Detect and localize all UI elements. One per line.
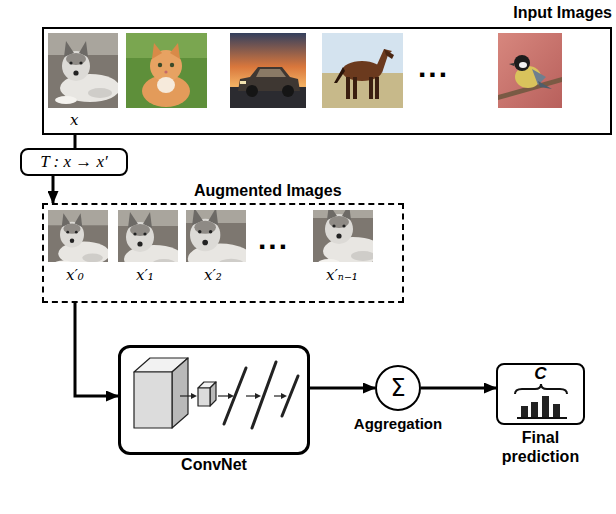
augmented-panel: Augmented Images [42, 203, 404, 303]
network-label: ConvNet [121, 456, 307, 474]
sum-circle: ΣAggregation [375, 365, 421, 411]
arrow-connector [75, 303, 118, 396]
panel-title: Input Images [513, 4, 612, 22]
sum-label: Aggregation [354, 415, 442, 432]
image-variable: x′₀ [66, 266, 84, 284]
sum-symbol: Σ [390, 376, 405, 400]
ellipsis: ... [258, 224, 289, 254]
panel-title: Augmented Images [194, 182, 342, 200]
image-variable: x′₂ [204, 266, 222, 284]
arrow-connector [421, 387, 496, 390]
transform-box: T : x → x′ [20, 148, 128, 176]
image-variable: x′ₙ₋₁ [326, 266, 358, 284]
transform-formula: T : x → x′ [40, 152, 108, 172]
class-count: C [498, 365, 583, 384]
prediction-box: CFinal prediction [496, 363, 585, 425]
arrow-connector [310, 387, 375, 390]
arrow-connector [74, 135, 77, 148]
ellipsis: ... [418, 52, 449, 82]
network-box: ConvNet [118, 345, 310, 455]
prediction-label: Final prediction [484, 428, 597, 466]
arrow-connector [52, 176, 55, 203]
image-variable: x′₁ [136, 266, 154, 284]
image-panel: Input Images [42, 27, 612, 135]
image-variable: x [70, 111, 78, 129]
